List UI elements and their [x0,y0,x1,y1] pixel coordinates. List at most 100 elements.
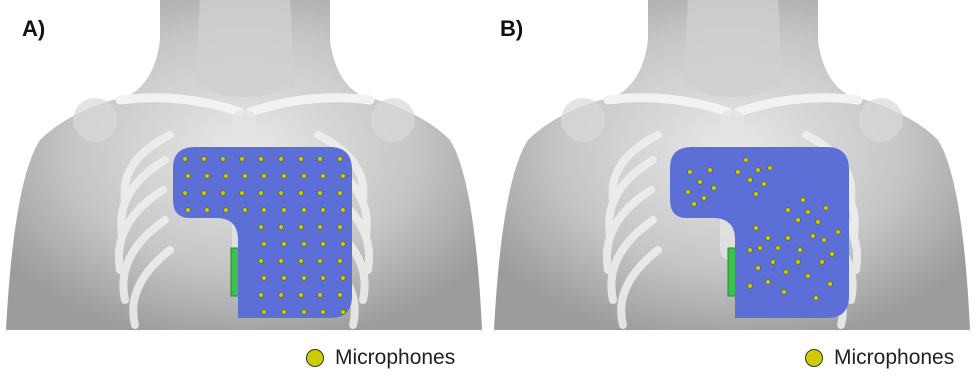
microphone-marker [822,238,827,243]
microphone-marker [338,191,343,196]
microphone-marker [748,248,753,253]
microphone-marker [205,174,210,179]
microphone-marker [318,191,323,196]
microphone-marker [299,191,304,196]
microphone-marker [338,259,343,264]
microphone-marker [828,282,833,287]
microphone-marker [758,246,763,251]
microphone-marker [240,157,245,162]
microphone-marker [801,198,806,203]
shoulder-left [561,98,605,142]
microphone-marker [262,208,267,213]
microphone-marker [186,208,191,213]
microphone-marker [744,158,749,163]
microphone-marker [756,266,761,271]
microphone-marker [748,178,753,183]
legend-label: Microphones [335,346,455,370]
microphone-marker [786,208,791,213]
microphone-marker [688,170,693,175]
microphone-marker [766,280,771,285]
microphone-marker [186,174,191,179]
microphone-marker [341,242,346,247]
microphone-marker [299,225,304,230]
torso-illustration-b [488,0,976,376]
microphone-marker [824,206,829,211]
microphone-marker [321,242,326,247]
microphone-marker [299,293,304,298]
microphone-legend-icon [306,349,324,367]
microphone-marker [299,157,304,162]
microphone-marker [820,260,825,265]
microphone-marker [756,168,761,173]
shoulder-left [73,98,117,142]
microphone-marker [736,170,741,175]
microphone-marker [262,276,267,281]
panel-b: B) Microphones [488,0,976,376]
microphone-marker [183,191,188,196]
panel-label: A) [22,16,45,42]
microphone-marker [221,157,226,162]
microphone-marker [830,252,835,257]
microphone-marker [341,174,346,179]
microphone-marker [279,293,284,298]
microphone-marker [302,310,307,315]
microphone-marker [762,182,767,187]
microphone-marker [771,260,776,265]
legend-label: Microphones [834,346,954,370]
microphone-marker [224,208,229,213]
legend: Microphones [306,346,455,370]
microphone-marker [279,259,284,264]
microphone-marker [302,174,307,179]
microphone-marker [243,174,248,179]
microphone-marker [318,293,323,298]
torso-illustration-a [0,0,488,376]
microphone-marker [686,190,691,195]
microphone-marker [796,218,801,223]
microphone-marker [754,226,759,231]
microphone-marker [318,259,323,264]
microphone-marker [183,157,188,162]
microphone-marker [299,259,304,264]
microphone-marker [748,284,753,289]
microphone-marker [302,276,307,281]
microphone-marker [259,293,264,298]
microphone-marker [318,225,323,230]
microphone-marker [796,260,801,265]
microphone-marker [202,157,207,162]
microphone-marker [754,192,759,197]
microphone-marker [259,191,264,196]
microphone-marker [814,296,819,301]
microphone-marker [782,290,787,295]
panel-label: B) [500,16,523,42]
microphone-marker [279,157,284,162]
microphone-legend-icon [805,349,823,367]
microphone-marker [279,191,284,196]
microphone-marker [798,248,803,253]
microphone-marker [282,310,287,315]
microphone-marker [816,220,821,225]
microphone-marker [698,180,703,185]
microphone-marker [321,276,326,281]
microphone-marker [768,166,773,171]
microphone-marker [341,208,346,213]
microphone-marker [338,157,343,162]
shoulder-right [859,98,903,142]
microphone-marker [321,310,326,315]
microphone-marker [262,242,267,247]
microphone-marker [259,225,264,230]
microphone-marker [784,270,789,275]
microphone-marker [776,246,781,251]
neck [195,0,295,98]
microphone-marker [243,208,248,213]
microphone-marker [708,168,713,173]
microphone-marker [224,174,229,179]
microphone-marker [836,230,841,235]
microphone-marker [202,191,207,196]
microphone-marker [282,242,287,247]
microphone-marker [341,276,346,281]
microphone-marker [338,293,343,298]
microphone-marker [321,174,326,179]
microphone-marker [811,234,816,239]
microphone-marker [338,225,343,230]
microphone-marker [262,310,267,315]
